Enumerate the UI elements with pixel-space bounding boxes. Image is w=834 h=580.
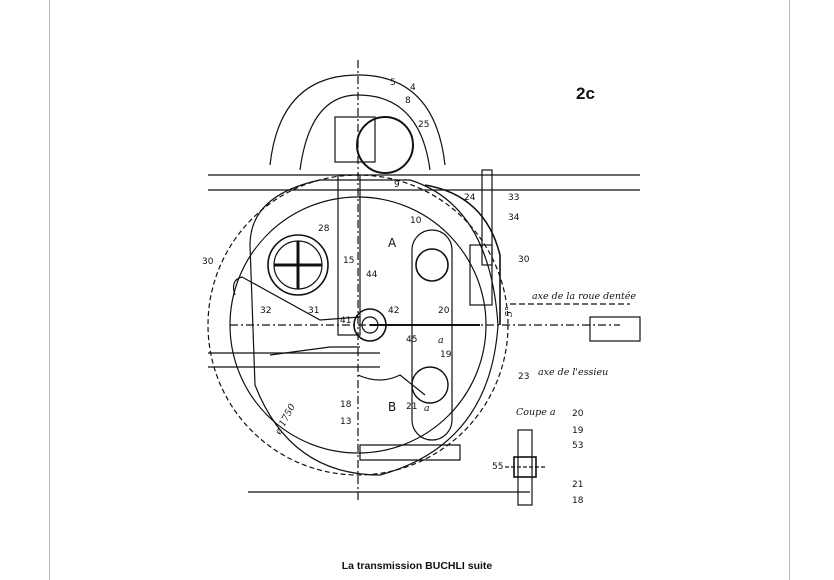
- part-label-8: 8: [405, 96, 411, 106]
- coupe-label-21: 21: [572, 480, 583, 490]
- part-label-19: 19: [440, 350, 452, 360]
- page-border-right: [789, 0, 790, 580]
- part-label-20: 20: [438, 306, 450, 316]
- annotation-axe-roue: axe de la roue dentée: [532, 291, 636, 302]
- part-label-31: 31: [308, 306, 319, 316]
- figure-caption: La transmission BUCHLI suite: [341, 560, 493, 572]
- axle-shaft: [589, 316, 641, 342]
- annotation-angle: 5°: [504, 306, 515, 317]
- annotation-axe-essieu: axe de l'essieu: [538, 367, 608, 378]
- gear-19: [411, 366, 449, 404]
- coupe-label-20: 20: [572, 409, 584, 419]
- technical-drawing: 5 4 8 25 9 24 33 34 10 28 15 44 30 30 32…: [180, 55, 660, 515]
- part-label-5: 5: [390, 78, 396, 88]
- part-label-33: 33: [508, 193, 519, 203]
- part-label-44: 44: [366, 270, 378, 280]
- coupe-label-53: 53: [572, 441, 583, 451]
- part-label-13: 13: [340, 417, 351, 427]
- part-label-25: 25: [418, 120, 429, 130]
- part-label-42: 42: [388, 306, 399, 316]
- dome-inner: [299, 94, 431, 171]
- dome-outer: [269, 74, 446, 166]
- part-label-28: 28: [318, 224, 330, 234]
- part-label-30-left: 30: [202, 257, 214, 267]
- letter-a-lower-1: a: [438, 335, 444, 346]
- lower-arm: [357, 374, 426, 396]
- housing-block-30: [469, 244, 493, 306]
- wheel-body: [249, 179, 499, 476]
- buchli-transmission-diagram: 5 4 8 25 9 24 33 34 10 28 15 44 30 30 32…: [202, 60, 641, 506]
- part-label-4: 4: [410, 83, 416, 93]
- part-label-24: 24: [464, 193, 476, 203]
- part-label-9: 9: [394, 180, 400, 190]
- part-label-41: 41: [340, 316, 351, 326]
- part-label-18: 18: [340, 400, 352, 410]
- figure-label: 2c: [576, 84, 595, 103]
- letter-a-upper: A: [388, 236, 397, 250]
- link-arm-lower: [269, 346, 360, 356]
- part-label-21: 21: [406, 402, 417, 412]
- link-slot: [411, 229, 453, 441]
- coupe-label-19: 19: [572, 426, 584, 436]
- letter-b: B: [388, 400, 396, 414]
- part-label-23: 23: [518, 372, 529, 382]
- right-housing: [424, 184, 501, 325]
- part-label-45: 45: [406, 335, 417, 345]
- coupe-label-18: 18: [572, 496, 584, 506]
- coupe-label-55: 55: [492, 462, 503, 472]
- top-gear: [356, 116, 414, 174]
- part-label-34: 34: [508, 213, 520, 223]
- gear-a: [415, 248, 449, 282]
- annotation-dimension: ø 1750: [272, 402, 298, 437]
- rod-33: [481, 169, 493, 266]
- top-bearing-block: [334, 116, 376, 163]
- part-label-32: 32: [260, 306, 271, 316]
- letter-a-lower-2: a: [424, 403, 430, 414]
- bottom-housing: [359, 444, 461, 461]
- wheel-inner-circle: [229, 196, 487, 454]
- link-arm-32: [232, 276, 361, 321]
- part-label-30-right: 30: [518, 255, 530, 265]
- part-label-10: 10: [410, 216, 422, 226]
- vertical-bar-15: [337, 174, 361, 336]
- part-label-15: 15: [343, 256, 354, 266]
- annotation-coupe: Coupe a: [516, 407, 556, 418]
- page-border-left: [49, 0, 50, 580]
- spoke-circle-28: [267, 234, 329, 296]
